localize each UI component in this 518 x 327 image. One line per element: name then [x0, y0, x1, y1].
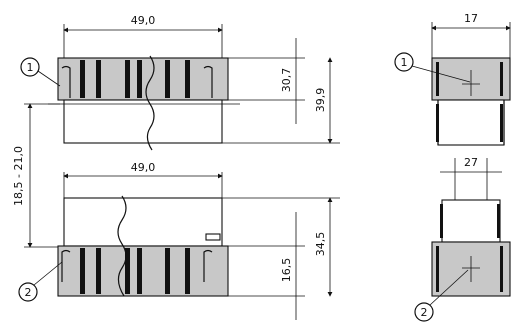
- bottom-break-line: [117, 195, 127, 297]
- dim-side-inner-width-label: 27: [464, 156, 478, 169]
- dim-side-width-label: 17: [464, 12, 478, 25]
- dim-spacing-range-label: 18,5 - 21,0: [12, 146, 25, 206]
- top-contact-bars: [80, 60, 190, 98]
- dim-inner-height-label: 30,7: [280, 68, 293, 93]
- dim-bottom-width-label: 49,0: [131, 161, 156, 174]
- svg-text:1: 1: [27, 61, 34, 74]
- top-front-view: [48, 55, 240, 151]
- dim-bottom-outer-height-label: 34,5: [314, 232, 327, 257]
- bottom-clip: [205, 233, 221, 241]
- svg-text:2: 2: [421, 306, 428, 319]
- top-left-latch: [61, 65, 71, 98]
- bottom-front-view: [57, 195, 229, 297]
- dim-spacing-range: 18,5 - 21,0: [12, 103, 60, 248]
- side-top-bars: [436, 62, 503, 142]
- dim-bottom-outer-height: 34,5: [222, 197, 340, 297]
- dim-outer-height-label: 39,9: [314, 88, 327, 113]
- callout-1-side[interactable]: 1: [394, 52, 471, 83]
- dim-side-inner-width: 27: [440, 156, 502, 200]
- bottom-right-latch: [203, 249, 213, 282]
- svg-text:2: 2: [25, 286, 32, 299]
- side-bottom-bars: [436, 204, 503, 292]
- svg-text:1: 1: [401, 56, 408, 69]
- dim-bottom-inner-height: 16,5: [228, 212, 305, 320]
- bottom-left-latch: [61, 249, 71, 282]
- dim-outer-height: 39,9: [222, 57, 340, 144]
- top-right-latch: [203, 65, 213, 98]
- callout-2-bottom[interactable]: 2: [18, 261, 63, 302]
- dim-bottom-width: 49,0: [63, 161, 223, 198]
- bottom-contact-bars: [80, 248, 190, 294]
- dim-inner-height: 30,7: [228, 38, 305, 124]
- dim-bottom-inner-height-label: 16,5: [280, 258, 293, 283]
- callout-2-side[interactable]: 2: [414, 269, 469, 322]
- dim-top-width-label: 49,0: [131, 14, 156, 27]
- dim-top-width: 49,0: [63, 14, 223, 58]
- side-view: [431, 57, 511, 297]
- dim-side-width: 17: [431, 12, 511, 58]
- callout-1-top[interactable]: 1: [20, 57, 61, 87]
